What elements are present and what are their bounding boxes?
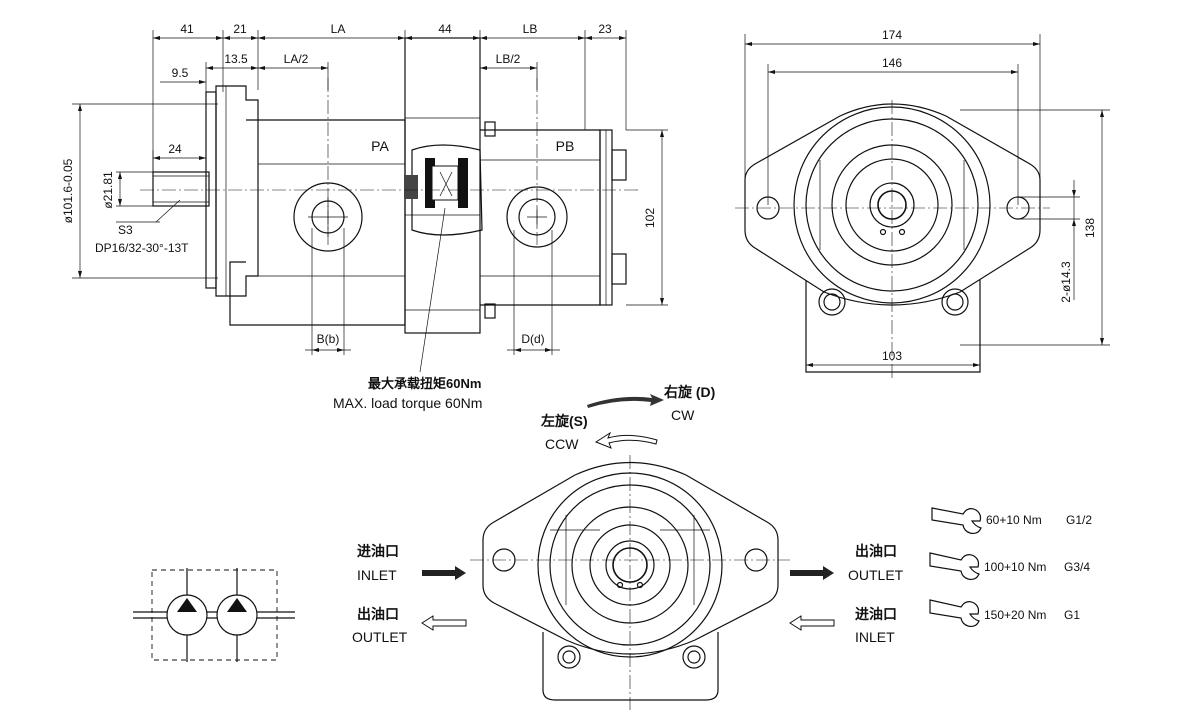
left-top-label-cn: 进油口 xyxy=(357,543,399,559)
torque-table: 60+10 Nm G1/2 100+10 Nm G3/4 150+20 Nm G… xyxy=(929,507,1092,628)
right-bottom-label-en: INLET xyxy=(855,629,895,645)
port-labels: 进油口 INLET 出油口 OUTLET 出油口 OUTLET 进油口 INLE… xyxy=(352,543,904,645)
thread-row-3: G1 xyxy=(1064,608,1080,622)
dim-la-half: LA/2 xyxy=(284,52,309,66)
label-pa: PA xyxy=(371,138,389,154)
dim-138: 138 xyxy=(1083,218,1097,238)
rotation-direction: 右旋 (D) CW 左旋(S) CCW xyxy=(540,384,715,452)
dim-13-5: 13.5 xyxy=(224,52,248,66)
left-top-label-en: INLET xyxy=(357,567,397,583)
dim-146: 146 xyxy=(882,56,902,70)
dim-174: 174 xyxy=(882,28,902,42)
ccw-label-cn: 左旋(S) xyxy=(540,413,588,429)
cw-label-en: CW xyxy=(671,407,695,423)
dim-9-5: 9.5 xyxy=(172,66,189,80)
torque-note-cn: 最大承载扭矩60Nm xyxy=(368,376,481,391)
port-d-label: D(d) xyxy=(521,332,544,346)
torque-row-1: 60+10 Nm xyxy=(986,513,1042,527)
right-top-label-en: OUTLET xyxy=(848,567,904,583)
ccw-label-en: CCW xyxy=(545,436,579,452)
dim-102: 102 xyxy=(643,208,657,228)
label-pb: PB xyxy=(556,138,575,154)
wrench-icon xyxy=(929,599,980,628)
cw-label-cn: 右旋 (D) xyxy=(663,384,715,400)
thread-row-2: G3/4 xyxy=(1064,560,1090,574)
rear-view xyxy=(470,455,790,710)
dim-la: LA xyxy=(331,22,346,36)
label-s3: S3 xyxy=(118,223,133,237)
dim-41: 41 xyxy=(180,22,194,36)
torque-note-en: MAX. load torque 60Nm xyxy=(333,395,482,411)
thread-row-1: G1/2 xyxy=(1066,513,1092,527)
dim-lb: LB xyxy=(523,22,538,36)
left-bottom-label-en: OUTLET xyxy=(352,629,408,645)
right-bottom-label-cn: 进油口 xyxy=(855,606,897,622)
side-view: 41 21 LA 44 LB 23 13.5 LA/2 LB/2 9.5 xyxy=(61,22,668,411)
dim-103: 103 xyxy=(882,349,902,363)
dim-24: 24 xyxy=(168,142,182,156)
right-top-label-cn: 出油口 xyxy=(855,543,897,559)
dim-44: 44 xyxy=(438,22,452,36)
hydraulic-symbol xyxy=(133,568,295,662)
dim-flange-dia: ø101.6-0.05 xyxy=(61,158,75,223)
dim-lb-half: LB/2 xyxy=(496,52,521,66)
dim-23: 23 xyxy=(598,22,612,36)
dim-hole-dia: 2-ø14.3 xyxy=(1059,261,1073,303)
wrench-icon xyxy=(931,507,982,535)
torque-row-3: 150+20 Nm xyxy=(984,608,1046,622)
dim-21: 21 xyxy=(233,22,247,36)
wrench-icon xyxy=(929,552,980,581)
torque-row-2: 100+10 Nm xyxy=(984,560,1046,574)
front-view: 174 146 xyxy=(735,28,1110,380)
spline-spec: DP16/32-30°-13T xyxy=(95,241,189,255)
dim-shaft-dia: ø21.81 xyxy=(101,171,115,209)
left-bottom-label-cn: 出油口 xyxy=(357,606,399,622)
port-b-label: B(b) xyxy=(317,332,340,346)
